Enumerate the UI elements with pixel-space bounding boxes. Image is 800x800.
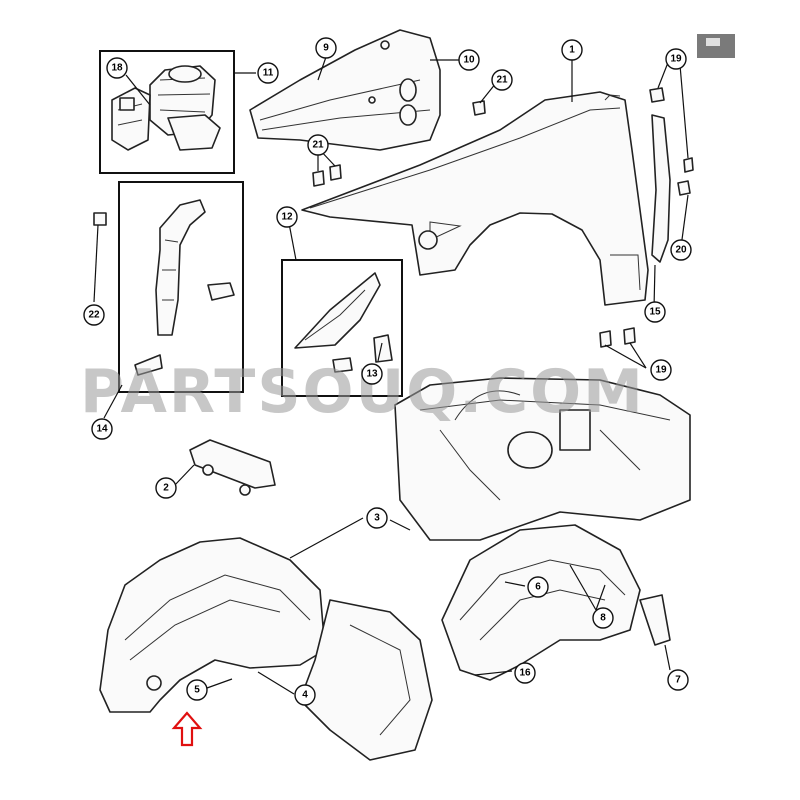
watermark: PARTSOUQ.COM bbox=[80, 357, 645, 427]
svg-text:7: 7 bbox=[675, 675, 681, 686]
svg-text:20: 20 bbox=[675, 245, 687, 256]
svg-text:19: 19 bbox=[655, 365, 667, 376]
fender-support-rail bbox=[249, 29, 441, 151]
leader-lines bbox=[93, 56, 689, 695]
box-bracket-14 bbox=[118, 181, 244, 393]
svg-text:8: 8 bbox=[600, 613, 606, 624]
svg-text:1: 1 bbox=[569, 45, 575, 56]
callout-3: 3 bbox=[366, 507, 388, 529]
callout-10: 10 bbox=[458, 49, 480, 71]
callout-14: 14 bbox=[91, 418, 113, 440]
bracket-2 bbox=[189, 439, 276, 496]
front-direction-arrow bbox=[171, 711, 203, 747]
svg-text:6: 6 bbox=[535, 582, 541, 593]
svg-text:16: 16 bbox=[519, 668, 531, 679]
callout-13: 13 bbox=[361, 363, 383, 385]
wheelhouse-liner-rear bbox=[441, 524, 671, 681]
svg-text:3: 3 bbox=[374, 513, 380, 524]
svg-text:11: 11 bbox=[263, 68, 274, 79]
callout-18: 18 bbox=[106, 57, 128, 79]
callout-19-top: 19 bbox=[665, 48, 687, 70]
svg-text:4: 4 bbox=[302, 690, 308, 701]
svg-text:19: 19 bbox=[670, 54, 682, 65]
callout-5: 5 bbox=[186, 679, 208, 701]
svg-text:14: 14 bbox=[96, 424, 108, 435]
engine-compartment bbox=[394, 377, 691, 541]
callout-11: 11 bbox=[257, 62, 279, 84]
callout-15: 15 bbox=[644, 301, 666, 323]
svg-text:21: 21 bbox=[496, 75, 508, 86]
callout-2: 2 bbox=[155, 477, 177, 499]
callout-19-mid: 19 bbox=[650, 359, 672, 381]
svg-text:9: 9 bbox=[323, 43, 329, 54]
callout-7: 7 bbox=[667, 669, 689, 691]
box-headlamp-mount bbox=[99, 50, 235, 174]
wheelhouse-liner-front bbox=[99, 537, 326, 713]
svg-text:15: 15 bbox=[649, 307, 661, 318]
svg-text:2: 2 bbox=[163, 483, 169, 494]
fastener-clips bbox=[93, 87, 694, 348]
svg-text:22: 22 bbox=[88, 310, 100, 321]
callout-1: 1 bbox=[561, 39, 583, 61]
callout-16: 16 bbox=[514, 662, 536, 684]
svg-text:12: 12 bbox=[281, 212, 293, 223]
callout-12: 12 bbox=[276, 206, 298, 228]
callout-8: 8 bbox=[592, 607, 614, 629]
box-bracket-12 bbox=[281, 259, 403, 397]
callout-21-mid: 21 bbox=[307, 134, 329, 156]
fender-liner-strip bbox=[651, 114, 671, 263]
callout-21-top: 21 bbox=[491, 69, 513, 91]
svg-text:13: 13 bbox=[366, 369, 378, 380]
svg-text:18: 18 bbox=[111, 63, 123, 74]
svg-text:10: 10 bbox=[463, 55, 475, 66]
callout-6: 6 bbox=[527, 576, 549, 598]
callout-20: 20 bbox=[670, 239, 692, 261]
callout-9: 9 bbox=[315, 37, 337, 59]
wheelhouse-liner-inner bbox=[299, 599, 433, 761]
svg-text:21: 21 bbox=[312, 140, 324, 151]
callout-22: 22 bbox=[83, 304, 105, 326]
svg-text:5: 5 bbox=[194, 685, 200, 696]
callout-4: 4 bbox=[294, 684, 316, 706]
